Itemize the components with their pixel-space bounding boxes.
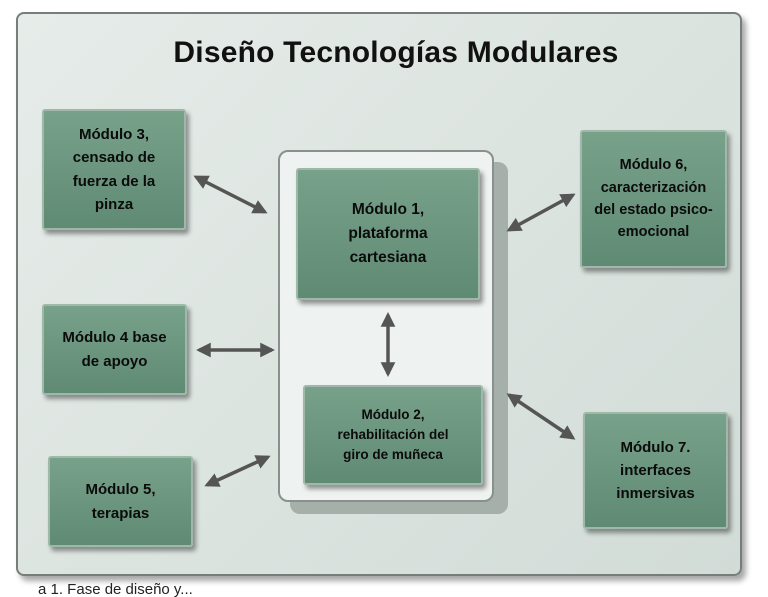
module-5-box: Módulo 5, terapias xyxy=(48,456,193,547)
module-1-box: Módulo 1, plataforma cartesiana xyxy=(296,168,480,300)
arrow-m3-center xyxy=(193,175,268,214)
arrow-center-m7 xyxy=(506,393,576,440)
module-3-box: Módulo 3, censado de fuerza de la pinza xyxy=(42,109,186,230)
module-6-box: Módulo 6, caracterización del estado psi… xyxy=(580,130,727,268)
module-2-box: Módulo 2, rehabilitación del giro de muñ… xyxy=(303,385,483,485)
module-4-box: Módulo 4 base de apoyo xyxy=(42,304,187,395)
diagram-title: Diseño Tecnologías Modulares xyxy=(173,36,619,69)
module-7-box: Módulo 7. interfaces inmersivas xyxy=(583,412,728,529)
arrow-center-m6 xyxy=(506,193,576,232)
arrow-m5-center xyxy=(204,455,271,487)
caption-fragment: a 1. Fase de diseño y... xyxy=(38,583,193,597)
